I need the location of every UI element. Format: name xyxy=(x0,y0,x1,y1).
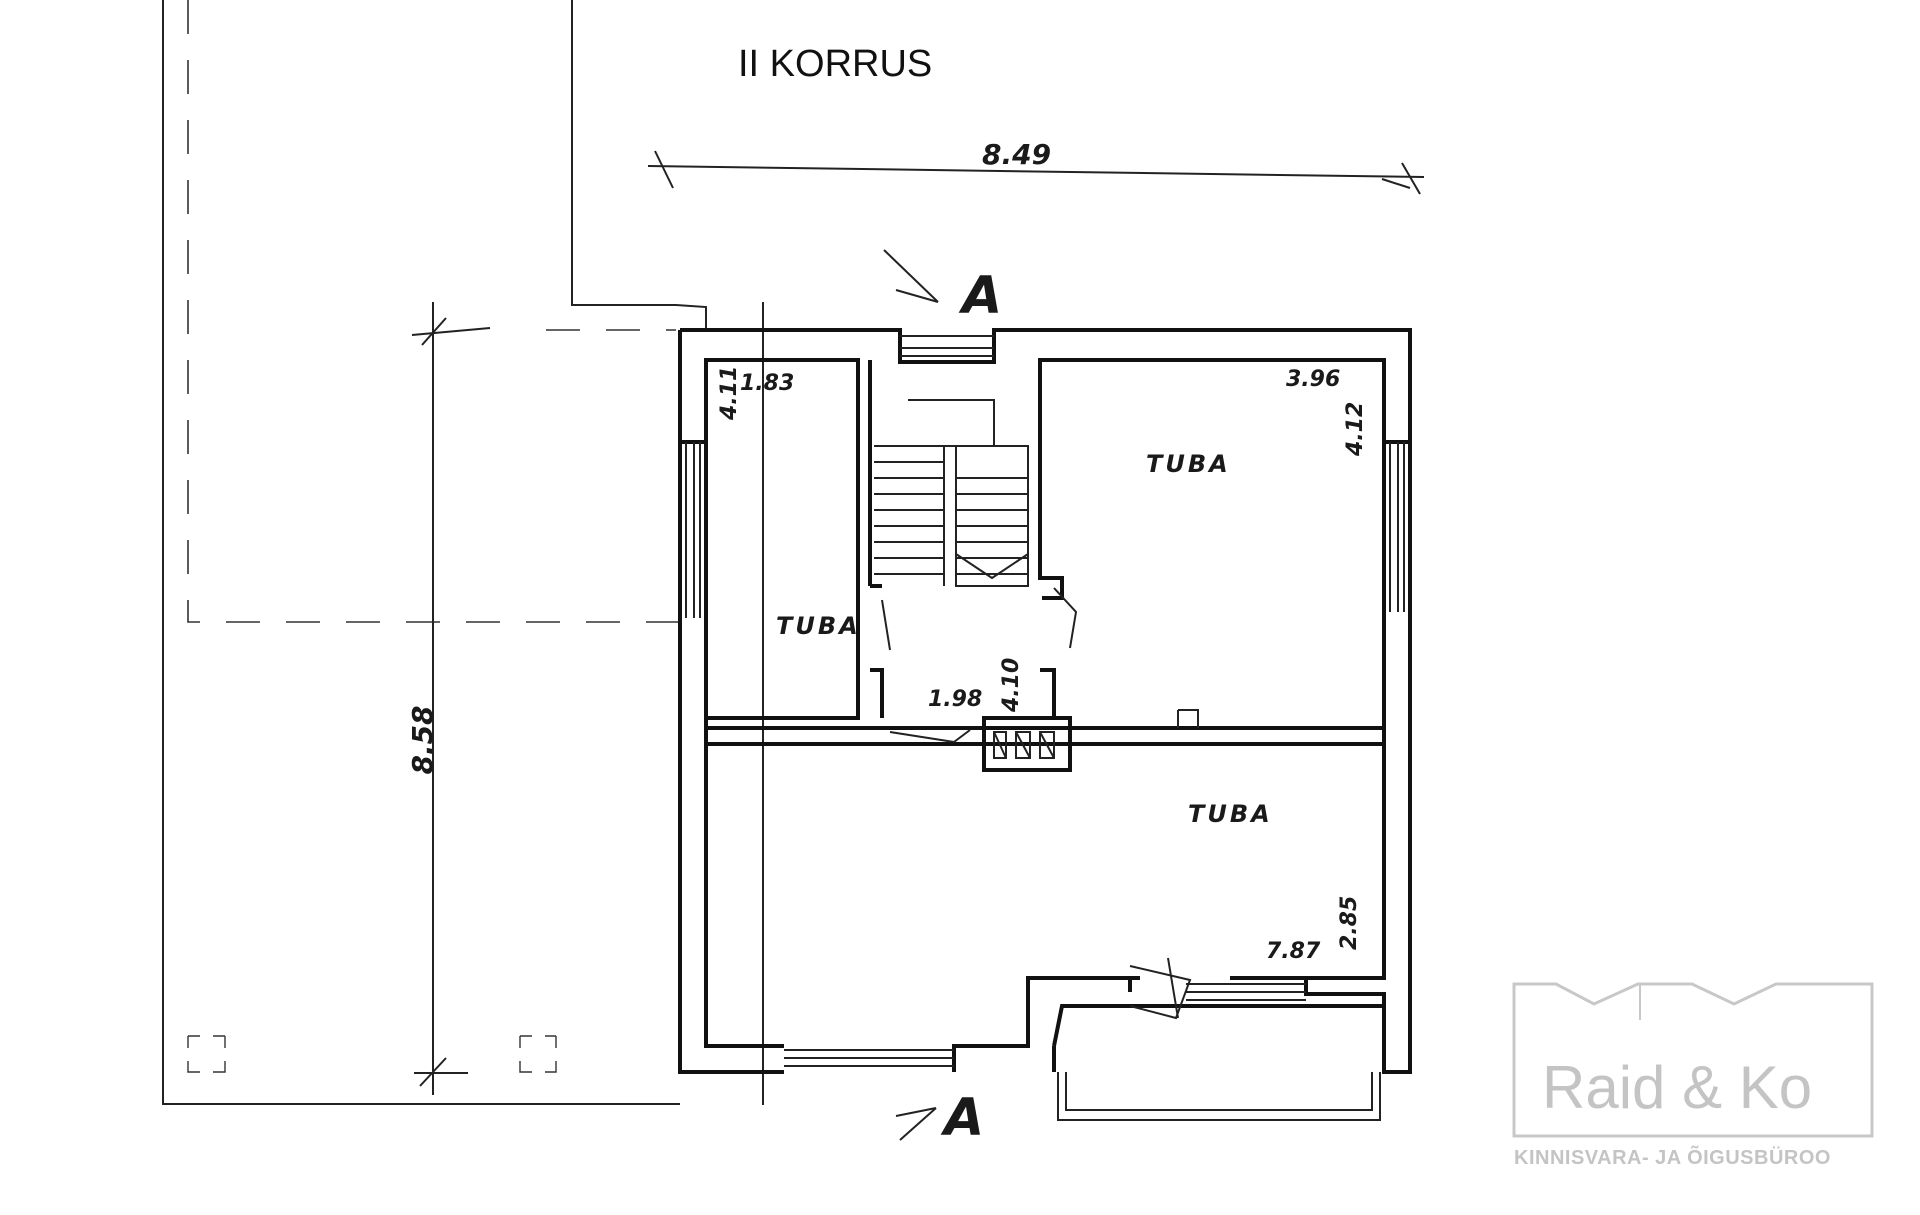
watermark-tagline: KINNISVARA- JA ÕIGUSBÜROO xyxy=(1514,1145,1831,1169)
room-label-bottom: TUBA xyxy=(1188,800,1273,828)
dim-top-right-depth: 4.12 xyxy=(1343,402,1368,457)
dim-left-room-width: 1.83 xyxy=(740,371,794,396)
dim-hall-width: 1.98 xyxy=(928,687,982,712)
watermark-logo: Raid & Ko xyxy=(1542,1054,1812,1121)
depth-dimension-line xyxy=(411,302,491,1095)
dim-bottom-depth: 2.85 xyxy=(1337,896,1362,950)
staircase xyxy=(868,360,1199,772)
dim-bottom-width: 7.87 xyxy=(1266,939,1321,964)
room-label-left: TUBA xyxy=(776,612,861,640)
section-label-top: A xyxy=(958,266,1002,326)
room-label-top-right: TUBA xyxy=(1146,450,1231,478)
balcony xyxy=(1057,1072,1381,1121)
dim-hall-depth: 4.10 xyxy=(999,658,1024,713)
watermark: Raid & Ko KINNISVARA- JA ÕIGUSBÜROO xyxy=(1512,982,1874,1169)
dim-top-right-width: 3.96 xyxy=(1286,367,1340,392)
section-label-bottom: A xyxy=(940,1088,984,1148)
adjacent-building-outline xyxy=(162,0,707,1105)
section-line xyxy=(762,249,939,1141)
dim-left-room-depth: 4.11 xyxy=(717,366,742,421)
windows xyxy=(685,335,1405,1067)
dim-overall-width: 8.49 xyxy=(982,138,1051,171)
dim-overall-depth: 8.58 xyxy=(406,705,439,774)
width-dimension-line xyxy=(647,150,1425,195)
floor-title: II KORRUS xyxy=(738,43,932,85)
